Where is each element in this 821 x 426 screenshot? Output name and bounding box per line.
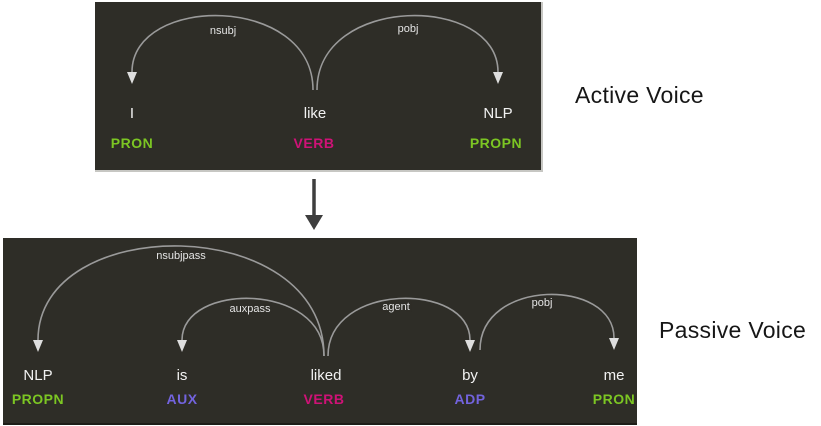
dependency-arc-pobj bbox=[479, 293, 615, 351]
passive-parse-svg: nsubjpass auxpass agent pobj NLP is like… bbox=[12, 245, 635, 407]
dependency-arc-nsubj bbox=[131, 14, 314, 91]
active-parse-svg: nsubj pobj I like NLP PRON VERB PROPN bbox=[111, 14, 522, 151]
pos-tag: VERB bbox=[294, 135, 335, 151]
pos-tag: ADP bbox=[454, 391, 485, 407]
token-word: me bbox=[604, 367, 625, 384]
token-word: NLP bbox=[23, 367, 52, 384]
arc-label: agent bbox=[382, 301, 410, 313]
pos-tag: AUX bbox=[166, 391, 197, 407]
down-arrow-icon bbox=[300, 177, 328, 233]
passive-voice-parse-panel: nsubjpass auxpass agent pobj NLP is like… bbox=[3, 238, 637, 425]
token-word: liked bbox=[311, 367, 342, 384]
arc-label: pobj bbox=[398, 23, 419, 35]
passive-voice-caption: Passive Voice bbox=[659, 317, 807, 343]
pos-tag: PRON bbox=[593, 391, 635, 407]
arc-arrowhead-icon bbox=[33, 340, 43, 352]
dependency-arc-pobj bbox=[316, 14, 499, 91]
pos-tag: PROPN bbox=[470, 135, 522, 151]
arc-arrowhead-icon bbox=[127, 72, 137, 84]
arc-arrowhead-icon bbox=[609, 338, 619, 350]
pos-tag: PROPN bbox=[12, 391, 64, 407]
token-word: by bbox=[462, 367, 478, 384]
arc-arrowhead-icon bbox=[465, 340, 475, 352]
arc-arrowhead-icon bbox=[177, 340, 187, 352]
active-voice-caption: Active Voice bbox=[575, 82, 704, 108]
arc-label: nsubjpass bbox=[156, 250, 206, 262]
dependency-arc-nsubjpass bbox=[37, 245, 325, 357]
dependency-arc-agent bbox=[327, 297, 471, 357]
arc-label: pobj bbox=[532, 297, 553, 309]
arc-arrowhead-icon bbox=[493, 72, 503, 84]
token-word: NLP bbox=[483, 105, 512, 122]
token-word: like bbox=[304, 105, 327, 122]
active-voice-parse-panel: nsubj pobj I like NLP PRON VERB PROPN bbox=[95, 2, 543, 172]
arc-label: nsubj bbox=[210, 25, 236, 37]
pos-tag: PRON bbox=[111, 135, 153, 151]
arc-label: auxpass bbox=[230, 303, 271, 315]
pos-tag: VERB bbox=[304, 391, 345, 407]
token-word: is bbox=[177, 367, 188, 384]
dependency-arc-auxpass bbox=[181, 297, 325, 357]
token-word: I bbox=[130, 105, 134, 122]
